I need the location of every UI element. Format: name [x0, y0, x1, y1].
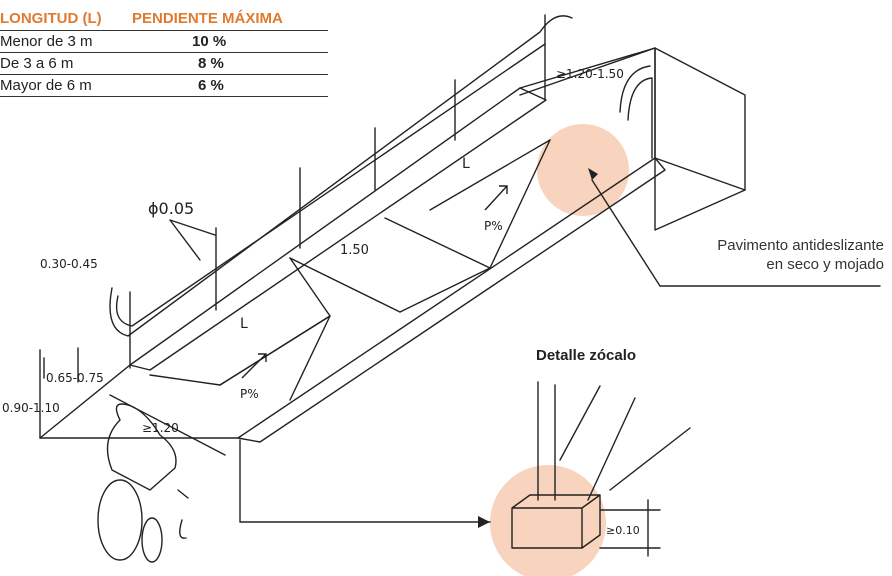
upper-rail-height-label: 0.90-1.10 [2, 401, 60, 415]
wheelchair-user-figure [106, 403, 177, 491]
pavement-note: Pavimento antideslizante en seco y mojad… [640, 236, 884, 274]
top-handrail [619, 65, 653, 159]
plinth-height-label: ≥0.10 [606, 524, 640, 537]
slope-label-upper: P% [484, 219, 503, 233]
lower-rail-height-label: 0.65-0.75 [46, 371, 104, 385]
arrowhead-icon [588, 168, 598, 180]
non-slip-highlight [537, 124, 629, 216]
header-slope: PENDIENTE MÁXIMA [132, 10, 283, 27]
landing-line [289, 257, 401, 313]
diameter-label: ϕ0.05 [148, 199, 194, 218]
pavement-note-line2: en seco y mojado [766, 256, 884, 273]
slope-table: LONGITUD (L) PENDIENTE MÁXIMA Menor de 3… [0, 8, 328, 97]
plinth-highlight [490, 465, 606, 576]
slope-arrow-icon [484, 185, 508, 211]
length-label-lower: L [240, 316, 248, 332]
row-length: Menor de 3 m [0, 33, 93, 50]
top-width-dimension [519, 47, 656, 96]
bottom-width-label: ≥1.20 [142, 421, 179, 435]
plinth-height-dimension [599, 499, 661, 557]
table-row: Menor de 3 m 10 % [0, 30, 328, 52]
plinth-leader [239, 439, 491, 523]
slope-arrow-icon [241, 353, 267, 379]
table-row: De 3 a 6 m 8 % [0, 52, 328, 74]
arrowhead-icon [478, 516, 490, 528]
plinth-back-edge [129, 87, 547, 371]
row-slope: 10 % [192, 33, 227, 50]
handrail-lower [115, 43, 546, 327]
slope-label-lower: P% [240, 387, 259, 401]
diameter-leader [169, 219, 216, 261]
row-length: Mayor de 6 m [0, 77, 92, 94]
upper-diagonal [489, 139, 551, 269]
top-landing-block [654, 47, 746, 231]
height-dimension [39, 347, 79, 439]
handrail-upper [109, 15, 573, 337]
row-slope: 6 % [198, 77, 224, 94]
table-header: LONGITUD (L) PENDIENTE MÁXIMA [0, 8, 328, 30]
header-length: LONGITUD (L) [0, 10, 102, 27]
pavement-note-line1: Pavimento antideslizante [717, 237, 884, 254]
plinth-detail-title: Detalle zócalo [536, 347, 637, 364]
top-width-label: ≥1.20-1.50 [556, 67, 624, 81]
row-slope: 8 % [198, 55, 224, 72]
plinth-edge [237, 157, 666, 443]
pavement-leader [591, 179, 881, 287]
handrail-extension-label: 0.30-0.45 [40, 257, 98, 271]
row-length: De 3 a 6 m [0, 55, 74, 72]
plinth-block [511, 494, 601, 549]
lower-diagonal [219, 315, 331, 401]
slope-arrows [241, 185, 508, 379]
length-label-upper: L [462, 156, 470, 172]
upper-diagonal [429, 139, 551, 211]
landing-edge [654, 157, 746, 191]
landing-cross [399, 267, 491, 313]
table-row: Mayor de 6 m 6 % [0, 74, 328, 97]
plinth-post [537, 381, 556, 501]
landing-length-label: 1.50 [340, 243, 369, 258]
wheelchair-wheel-icon [141, 517, 163, 563]
wheelchair-footrest [177, 489, 189, 539]
landing-line [384, 217, 491, 269]
handrail-posts [129, 14, 546, 369]
wheelchair-wheel-icon [97, 479, 143, 561]
plinth-guides [559, 385, 691, 501]
